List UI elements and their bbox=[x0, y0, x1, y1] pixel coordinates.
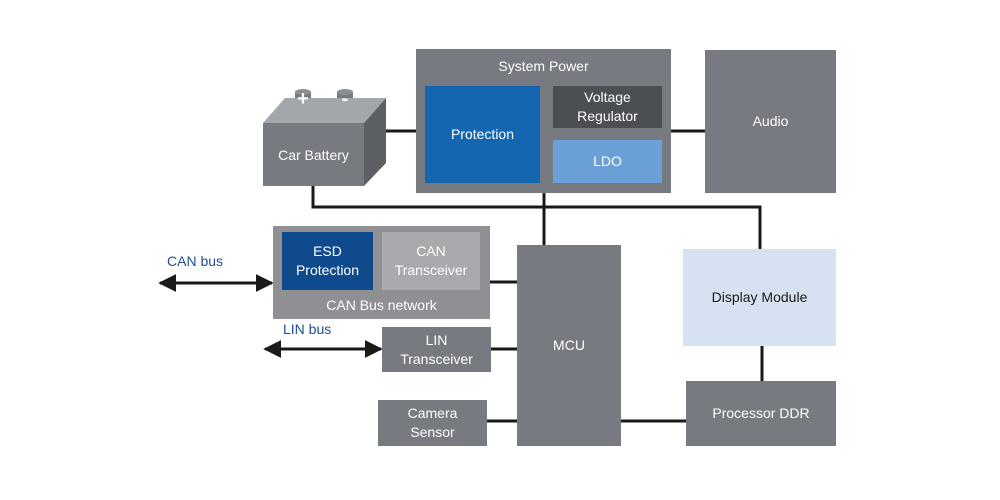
system-power-label: System Power bbox=[498, 58, 589, 74]
voltage-regulator-block: Voltage Regulator bbox=[553, 86, 662, 128]
audio-block: Audio bbox=[705, 50, 836, 193]
display-module-block: Display Module bbox=[683, 249, 836, 346]
car-battery-label: Car Battery bbox=[278, 146, 349, 163]
car-battery-icon bbox=[263, 89, 386, 186]
protection-block: Protection bbox=[425, 86, 540, 183]
mcu-block: MCU bbox=[517, 245, 621, 446]
processor-ddr-block: Processor DDR bbox=[686, 381, 836, 446]
camera-sensor-block: Camera Sensor bbox=[378, 400, 487, 446]
wire-power-rail bbox=[311, 186, 762, 249]
ldo-block: LDO bbox=[553, 140, 662, 183]
lin-bus-label: LIN bus bbox=[283, 321, 332, 337]
can-transceiver-block: CAN Transceiver bbox=[382, 232, 480, 290]
esd-protection-block: ESD Protection bbox=[282, 232, 373, 290]
can-bus-network-label: CAN Bus network bbox=[326, 297, 437, 313]
lin-transceiver-block: LIN Transceiver bbox=[382, 327, 491, 372]
battery-positive-terminal: + bbox=[297, 87, 309, 110]
battery-negative-terminal: - bbox=[341, 87, 349, 110]
can-bus-label: CAN bus bbox=[167, 253, 224, 269]
